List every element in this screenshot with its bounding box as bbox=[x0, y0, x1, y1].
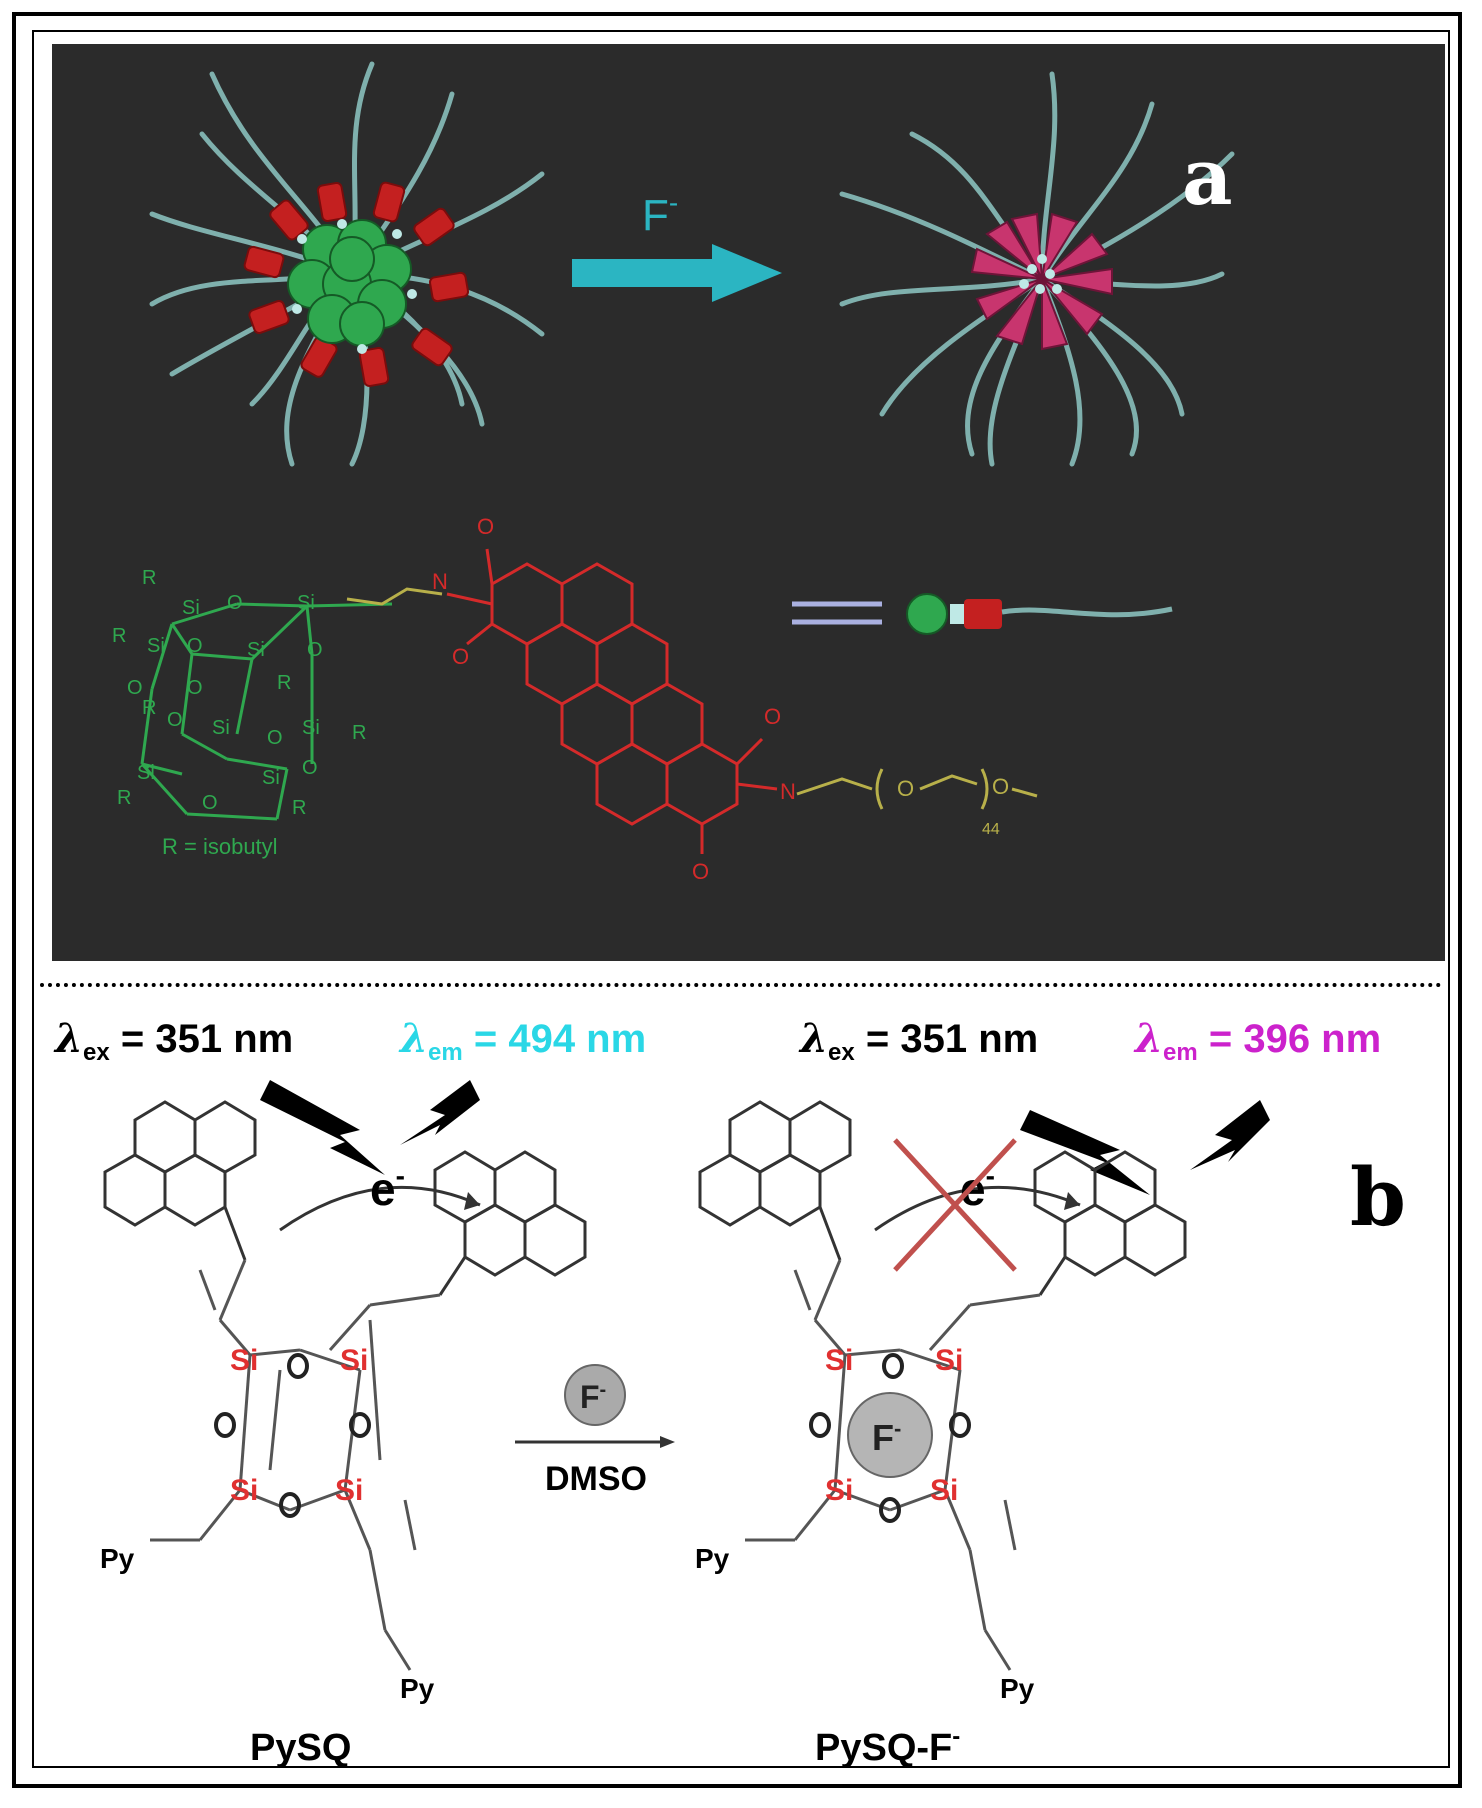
svg-text:Si: Si bbox=[230, 1474, 258, 1507]
panel-divider bbox=[40, 983, 1442, 987]
pysq-cage bbox=[150, 1259, 441, 1671]
svg-text:R: R bbox=[292, 797, 306, 819]
svg-text:O: O bbox=[452, 644, 469, 669]
peg-tail bbox=[796, 768, 1038, 810]
svg-text:R: R bbox=[117, 787, 131, 809]
svg-text:O: O bbox=[302, 757, 318, 779]
svg-text:Si: Si bbox=[230, 1344, 258, 1377]
pyrene-right-a bbox=[698, 1100, 852, 1261]
pyrene-right-b bbox=[1033, 1150, 1187, 1296]
svg-text:R: R bbox=[142, 567, 156, 589]
peg-o: O bbox=[897, 776, 914, 801]
pdi-structure bbox=[446, 548, 778, 854]
py-left-1: Py bbox=[100, 1543, 135, 1574]
fluoride-reagent-icon bbox=[564, 1364, 626, 1426]
pysq-o-atoms bbox=[214, 1353, 371, 1518]
poss-core bbox=[287, 219, 412, 347]
svg-text:Si: Si bbox=[930, 1474, 958, 1507]
poss-structure bbox=[140, 602, 393, 821]
peg-n: 44 bbox=[982, 821, 1000, 838]
panel-a: F- a bbox=[52, 44, 1445, 961]
svg-text:Si: Si bbox=[302, 717, 320, 739]
pysq-f-o-atoms bbox=[809, 1353, 971, 1523]
py-left-2: Py bbox=[400, 1673, 435, 1704]
left-et-arrow bbox=[279, 1185, 481, 1232]
solvent-label: DMSO bbox=[545, 1460, 647, 1498]
propyl-linker bbox=[346, 587, 443, 606]
right-excitation: λex = 351 nm bbox=[800, 1015, 1039, 1066]
svg-text:Si: Si bbox=[212, 717, 230, 739]
inner-frame bbox=[32, 30, 1450, 1768]
core-beads-left bbox=[292, 219, 417, 354]
svg-text:R: R bbox=[352, 722, 366, 744]
svg-text:Si: Si bbox=[935, 1344, 963, 1377]
svg-text:O: O bbox=[477, 514, 494, 539]
panel-b-label: b bbox=[1350, 1150, 1406, 1244]
svg-text:Si: Si bbox=[147, 635, 165, 657]
encapsulated-fluoride-icon bbox=[847, 1392, 933, 1478]
left-electron: e- bbox=[370, 1160, 405, 1215]
encapsulated-fluoride-label: F- bbox=[872, 1416, 901, 1458]
r-legend: R = isobutyl bbox=[162, 834, 278, 859]
unimer-icon bbox=[906, 593, 1173, 635]
panel-b-graphic: e- e- bbox=[100, 1080, 1270, 1769]
svg-text:Si: Si bbox=[297, 592, 315, 614]
svg-text:O: O bbox=[187, 677, 203, 699]
pyrene-left-a bbox=[103, 1100, 257, 1261]
right-emission: λem = 396 nm bbox=[1135, 1015, 1382, 1066]
left-excitation: λex = 351 nm bbox=[55, 1015, 294, 1066]
right-electron: e- bbox=[960, 1160, 995, 1215]
equals-sign bbox=[792, 601, 882, 625]
poss-labels: R O Si Si R Si O Si O R O O R O Si O Si … bbox=[112, 567, 366, 819]
svg-text:O: O bbox=[307, 639, 323, 661]
svg-text:Si: Si bbox=[247, 639, 265, 661]
svg-text:O: O bbox=[202, 792, 218, 814]
left-emission: λem = 494 nm bbox=[400, 1015, 647, 1066]
svg-text:Si: Si bbox=[340, 1344, 368, 1377]
svg-text:O: O bbox=[227, 592, 243, 614]
pysq-name: PySQ bbox=[250, 1727, 351, 1769]
py-right-2: Py bbox=[1000, 1673, 1035, 1704]
peg-methoxy-o: O bbox=[992, 774, 1009, 799]
svg-text:R: R bbox=[277, 672, 291, 694]
panel-a-label: a bbox=[1182, 132, 1233, 223]
pysq-f-cage bbox=[745, 1259, 1041, 1671]
blocked-cross-icon bbox=[893, 1138, 1017, 1272]
svg-text:Si: Si bbox=[182, 597, 200, 619]
pyrene-left-b bbox=[433, 1150, 587, 1296]
svg-text:R: R bbox=[142, 697, 156, 719]
svg-text:O: O bbox=[187, 635, 203, 657]
right-et-arrow bbox=[874, 1185, 1081, 1232]
pysq-f-name: PySQ-F- bbox=[815, 1723, 960, 1769]
panel-a-graphic: F- a bbox=[112, 61, 1235, 884]
svg-text:R: R bbox=[112, 625, 126, 647]
pysq-si-labels: Si Si Si Si bbox=[230, 1344, 368, 1507]
core-beads-right bbox=[1019, 254, 1062, 294]
svg-text:O: O bbox=[267, 727, 283, 749]
svg-text:O: O bbox=[167, 709, 183, 731]
f-arrow bbox=[572, 244, 782, 302]
svg-text:O: O bbox=[764, 704, 781, 729]
svg-text:Si: Si bbox=[825, 1474, 853, 1507]
svg-text:Si: Si bbox=[262, 767, 280, 789]
svg-text:N: N bbox=[780, 779, 796, 804]
arrow-label: F- bbox=[642, 187, 678, 240]
svg-text:O: O bbox=[127, 677, 143, 699]
reagent-label: F- bbox=[580, 1379, 606, 1415]
svg-text:Si: Si bbox=[335, 1474, 363, 1507]
svg-text:Si: Si bbox=[137, 762, 155, 784]
py-right-1: Py bbox=[695, 1543, 730, 1574]
svg-text:N: N bbox=[432, 569, 448, 594]
pysq-f-si-labels: Si Si Si Si bbox=[825, 1344, 963, 1507]
svg-text:O: O bbox=[692, 859, 709, 884]
outer-frame bbox=[12, 12, 1462, 1788]
svg-text:Si: Si bbox=[825, 1344, 853, 1377]
lightning-bolts bbox=[260, 1080, 1270, 1195]
pdi-labels: N O O O N O bbox=[432, 514, 796, 884]
